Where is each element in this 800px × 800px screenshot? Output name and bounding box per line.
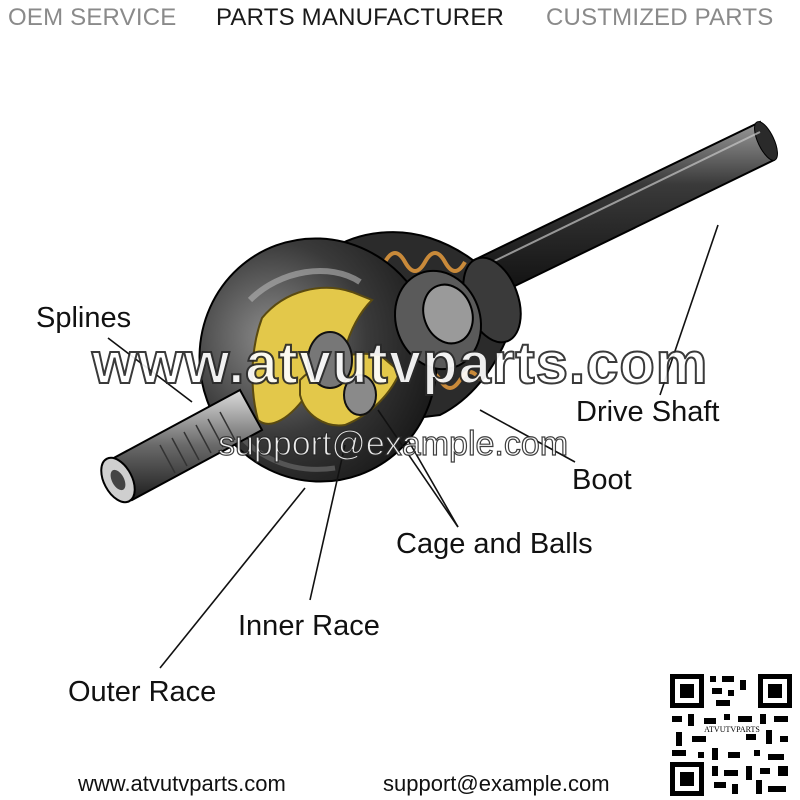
label-boot: Boot (572, 464, 632, 496)
watermark-email: support@example.com (217, 424, 569, 463)
qr-caption: ATVUTVPARTS (704, 725, 760, 734)
banner-parts-manufacturer: PARTS MANUFACTURER (216, 4, 505, 31)
leader-drive-shaft (659, 224, 719, 396)
top-banner: OEM SERVICE PARTS MANUFACTURER CUSTMIZED… (0, 0, 800, 34)
leader-cage-b (407, 439, 459, 528)
leader-inner-race (309, 444, 346, 601)
watermark-website: www.atvutvparts.com (91, 330, 709, 397)
footer-email[interactable]: support@example.com (383, 771, 610, 796)
label-outer-race: Outer Race (68, 676, 217, 708)
label-inner-race: Inner Race (238, 610, 380, 642)
leader-lines (107, 224, 719, 669)
banner-oem-service: OEM SERVICE (8, 4, 177, 31)
drive-shaft-shape (468, 120, 778, 302)
leader-boot (479, 409, 576, 463)
label-cage-and-balls: Cage and Balls (396, 528, 593, 560)
cage-race-shape (251, 286, 402, 427)
label-drive-shaft: Drive Shaft (576, 396, 720, 428)
banner-customized-parts: CUSTMIZED PARTS (546, 4, 774, 31)
qr-code: ATVUTVPARTS (668, 672, 794, 798)
splines-shape (100, 388, 264, 504)
leader-outer-race (159, 487, 306, 669)
leader-cage-a (377, 409, 459, 528)
footer-website[interactable]: www.atvutvparts.com (78, 771, 286, 796)
label-splines: Splines (36, 302, 132, 334)
inner-race-shape (393, 269, 483, 371)
leader-splines (107, 337, 193, 403)
